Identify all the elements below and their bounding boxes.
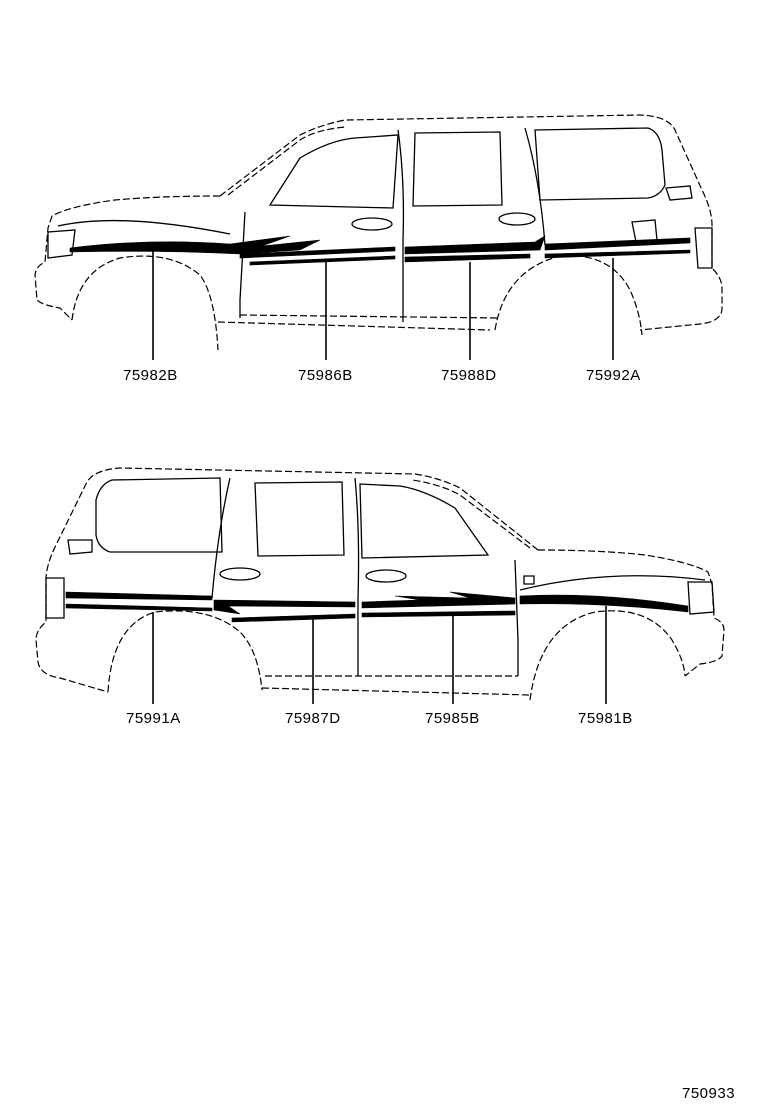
stripe-front-fender-bottom <box>519 594 689 613</box>
front-door-handle-top <box>351 217 393 231</box>
windshield-bottom <box>411 479 531 549</box>
callout-label: 75988D <box>441 367 497 384</box>
rear-bumper-top <box>694 227 713 269</box>
rocker-bottom <box>261 675 531 696</box>
stripe-front-door-top <box>239 246 396 266</box>
callout-label: 75981B <box>578 710 633 727</box>
fuel-door-top <box>631 219 658 243</box>
front-door-handle-bottom <box>365 569 407 583</box>
hood-line-top <box>57 219 231 235</box>
headlight-bottom <box>687 581 715 615</box>
tail-light-bottom <box>67 539 93 555</box>
windshield-top <box>227 126 346 196</box>
callout-label: 75986B <box>298 367 353 384</box>
door-seam-front-top <box>397 129 405 322</box>
headlight-top <box>47 229 76 259</box>
stripe-rear-door-bottom <box>213 599 356 623</box>
callout-label: 75991A <box>126 710 181 727</box>
front-wheel-arch-bottom <box>529 610 686 701</box>
front-window-top <box>268 134 399 209</box>
hood-line-bottom <box>519 575 706 591</box>
quarter-window-bottom <box>95 477 223 553</box>
stripe-front-fender-top <box>69 235 321 255</box>
callout-label: 75982B <box>123 367 178 384</box>
vehicle-right-side-view <box>35 467 725 701</box>
stripe-quarter-bottom <box>65 591 213 612</box>
front-wheel-arch-top <box>71 255 219 351</box>
sheet-id: 750933 <box>682 1085 735 1102</box>
door-seam-rear-bottom <box>211 477 231 599</box>
callout-label: 75985B <box>425 710 480 727</box>
rear-door-handle-bottom <box>219 567 261 581</box>
door-front-edge-bottom <box>514 559 519 676</box>
body-outline-top <box>34 114 723 331</box>
rear-door-handle-top <box>498 212 536 226</box>
rear-bumper-bottom <box>45 577 65 619</box>
rear-wheel-arch-bottom <box>107 610 263 693</box>
body-outline-bottom <box>35 467 725 693</box>
rear-door-window-top <box>412 131 503 207</box>
door-front-edge-top <box>239 211 246 318</box>
rocker-top <box>217 314 501 331</box>
tail-light-top <box>665 185 693 201</box>
front-window-bottom <box>359 483 490 559</box>
door-seam-rear-top <box>524 127 546 246</box>
rear-wheel-arch-top <box>494 255 643 336</box>
callout-label: 75992A <box>586 367 641 384</box>
rear-door-window-bottom <box>254 481 345 557</box>
callout-label: 75987D <box>285 710 341 727</box>
quarter-window-top <box>534 127 666 201</box>
stripe-front-door-bottom <box>361 591 516 618</box>
stripe-quarter-top <box>544 237 691 259</box>
door-seam-front-bottom <box>354 477 360 676</box>
vehicle-left-side-view <box>34 114 723 351</box>
mirror-bottom <box>523 575 535 585</box>
stripe-rear-door-top <box>404 235 546 263</box>
